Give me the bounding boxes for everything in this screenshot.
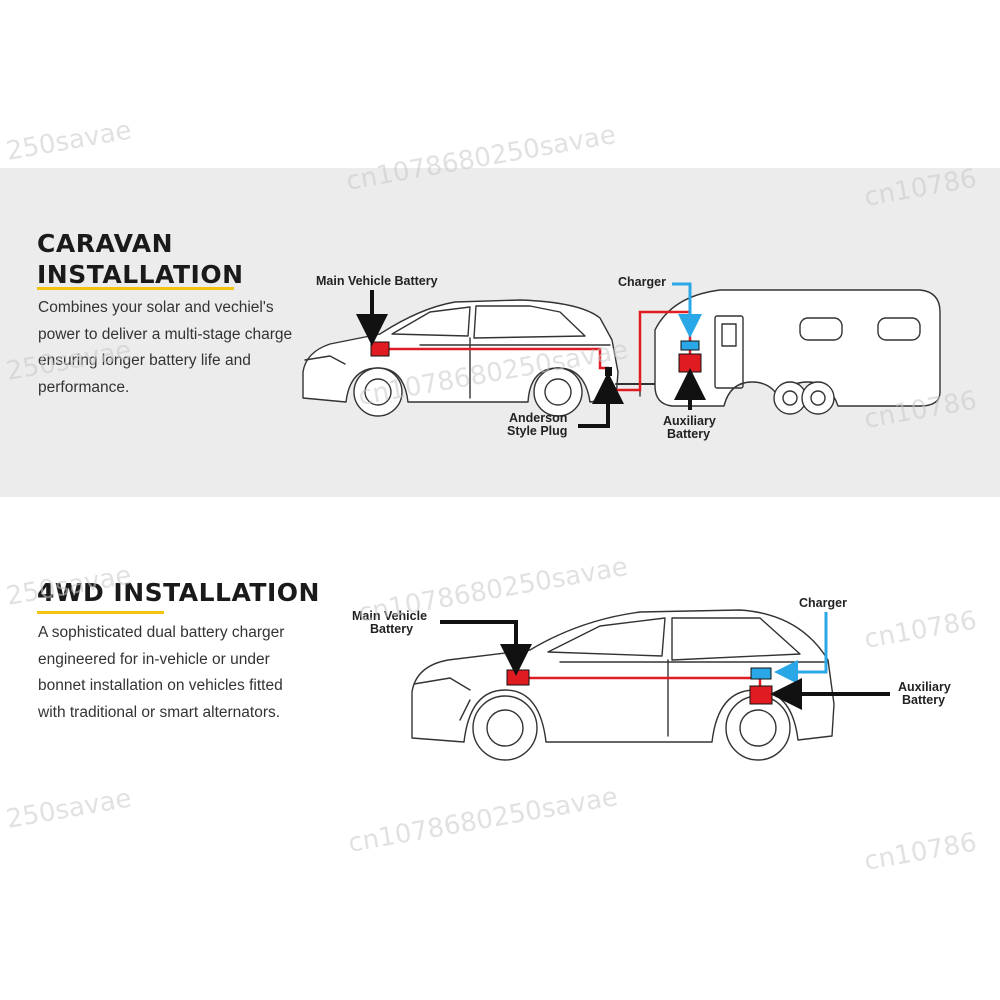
fourwd-label-aux-line1: Auxiliary xyxy=(898,680,951,694)
watermark-12: cn10786 xyxy=(862,828,979,877)
fourwd-charger-arrow xyxy=(774,612,828,684)
watermark-7: 250savae xyxy=(4,560,134,611)
main-battery-icon xyxy=(370,341,390,357)
caravan-description: Combines your solar and vechiel's power … xyxy=(38,299,293,396)
anderson-plug-icon xyxy=(605,367,612,376)
watermark-3: cn10786 xyxy=(862,164,979,213)
label-anderson-line1: Anderson xyxy=(509,411,567,425)
watermark: 250savae cn1078680250savae cn10786 250sa… xyxy=(4,115,979,876)
label-main-vehicle-battery: Main Vehicle Battery xyxy=(316,274,438,288)
watermark-2: cn1078680250savae xyxy=(344,120,618,197)
charger-icon xyxy=(680,340,700,351)
charger-arrow xyxy=(672,282,702,338)
watermark-9: cn10786 xyxy=(862,606,979,655)
anderson-arrow xyxy=(578,372,624,428)
fourwd-label-main-line1: Main Vehicle xyxy=(352,609,427,623)
watermark-1: 250savae xyxy=(4,115,134,166)
car-outline-large xyxy=(411,609,835,743)
fourwd-diagram xyxy=(411,609,835,761)
fourwd-main-battery-arrow xyxy=(440,620,532,676)
caravan-title: CARAVAN INSTALLATION xyxy=(37,228,244,290)
fourwd-title-underline xyxy=(37,611,164,614)
caravan-title-line1: CARAVAN xyxy=(37,229,174,258)
watermark-11: cn1078680250savae xyxy=(346,782,620,859)
fourwd-charger-icon xyxy=(750,667,772,680)
caravan-title-line2: INSTALLATION xyxy=(37,260,244,289)
watermark-4: 250savae xyxy=(4,335,134,386)
fourwd-title: 4WD INSTALLATION xyxy=(37,578,320,607)
fourwd-label-charger: Charger xyxy=(799,596,847,610)
caravan-title-underline xyxy=(37,287,234,290)
caravan-diagram xyxy=(302,289,941,417)
label-auxiliary-line1: Auxiliary xyxy=(663,414,716,428)
label-anderson-line2: Style Plug xyxy=(507,424,567,438)
fourwd-auxiliary-battery-icon xyxy=(749,685,773,705)
fourwd-description: A sophisticated dual battery charger eng… xyxy=(38,624,285,721)
watermark-10: 250savae xyxy=(4,783,134,834)
auxiliary-battery-icon xyxy=(678,353,702,373)
fourwd-main-battery-icon xyxy=(506,669,530,686)
fourwd-label-main-line2: Battery xyxy=(370,622,413,636)
label-charger: Charger xyxy=(618,275,666,289)
fourwd-label-aux-line2: Battery xyxy=(902,693,945,707)
label-auxiliary-line2: Battery xyxy=(667,427,710,441)
watermark-8: cn1078680250savae xyxy=(356,552,630,629)
caravan-outline xyxy=(654,289,941,407)
